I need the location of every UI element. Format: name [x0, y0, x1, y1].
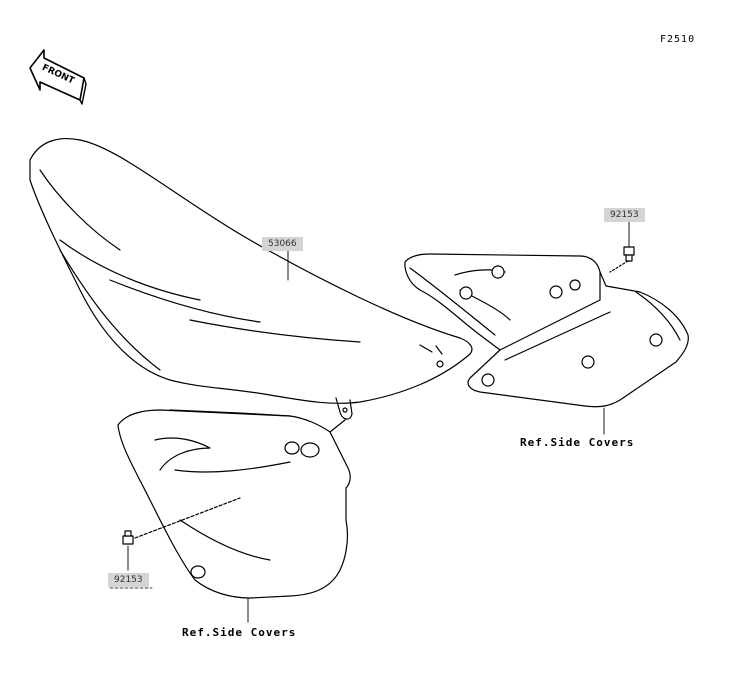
part-label-bolt-right: 92153 — [604, 208, 645, 222]
ref-label-left: Ref.Side Covers — [182, 626, 297, 639]
part-label-bolt-left: 92153 — [108, 573, 149, 587]
part-label-seat: 53066 — [262, 237, 303, 251]
bolt-part-left — [122, 497, 241, 571]
ref-label-right: Ref.Side Covers — [520, 436, 635, 449]
left-side-cover — [117, 409, 351, 599]
figure-code: F2510 — [660, 34, 696, 45]
front-arrow-icon: FRONT — [29, 49, 87, 105]
bolt-part-right — [609, 221, 635, 273]
seat-part — [29, 138, 473, 420]
right-side-cover — [404, 253, 689, 408]
